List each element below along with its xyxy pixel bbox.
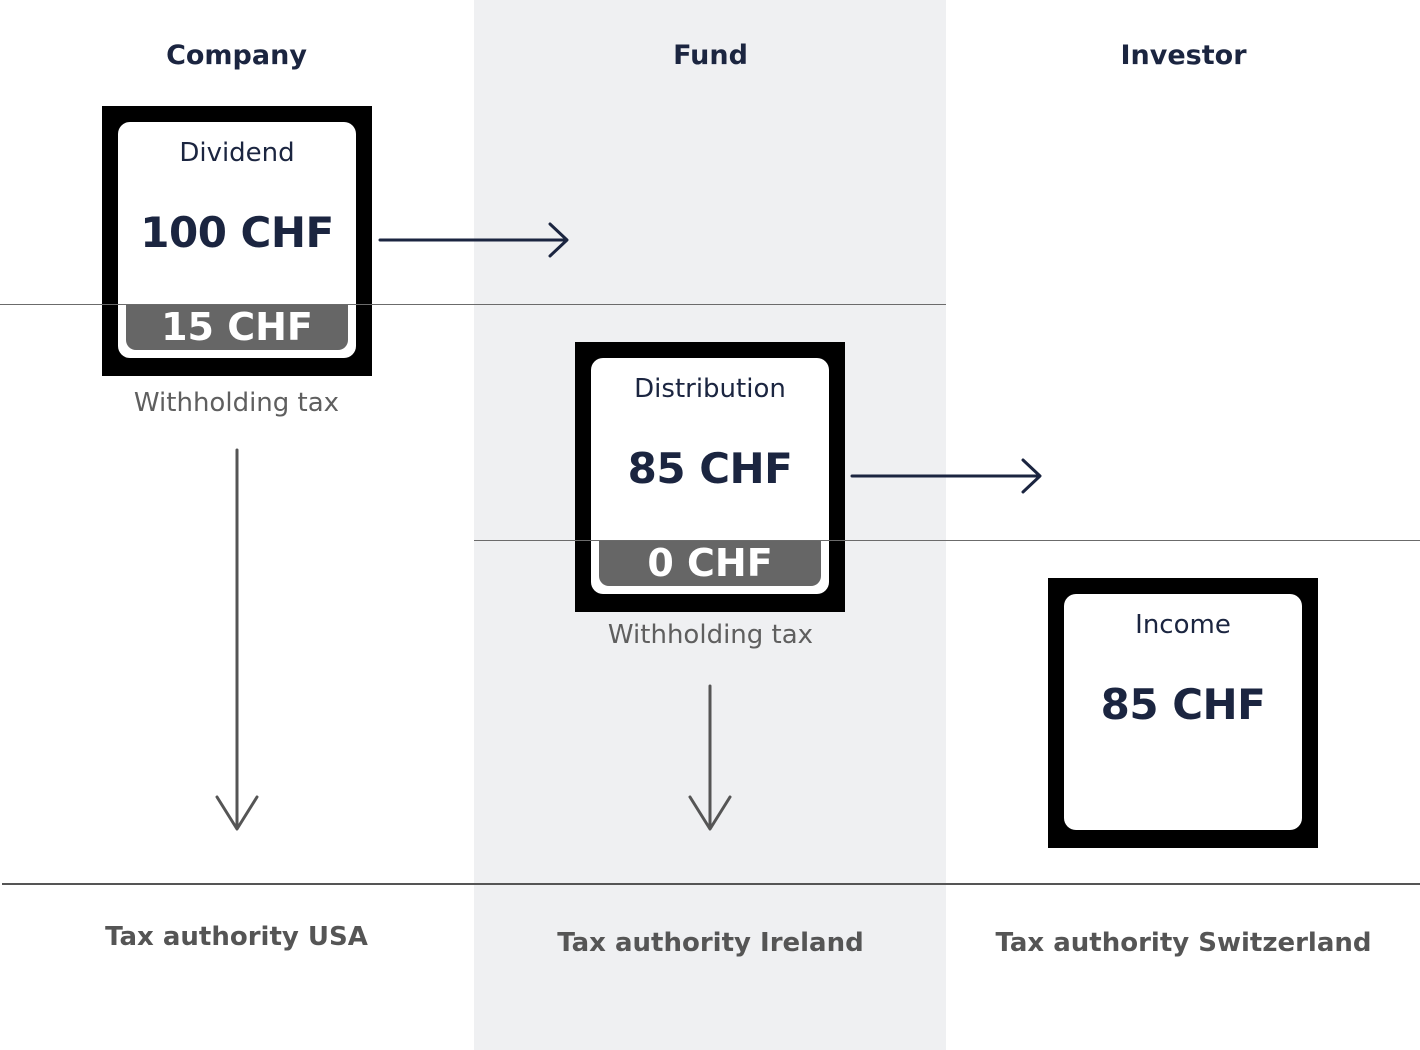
income-amount: 85 CHF — [1100, 680, 1266, 729]
tax-authority-usa: Tax authority USA — [105, 922, 368, 952]
authority-divider — [2, 883, 1420, 885]
dividend-withholding-label: Withholding tax — [133, 388, 340, 418]
distribution-amount: 85 CHF — [627, 444, 793, 493]
arrow-distribution-to-investor — [850, 458, 1042, 494]
fund-investor-divider — [474, 540, 1420, 541]
column-header-investor: Investor — [1120, 40, 1247, 71]
distribution-tax-amount: 0 CHF — [599, 541, 821, 586]
tax-authority-switzerland: Tax authority Switzerland — [995, 928, 1372, 958]
dividend-amount: 100 CHF — [140, 208, 334, 257]
dividend-tax-amount: 15 CHF — [126, 305, 348, 350]
dividend-card: Dividend 100 CHF 15 CHF — [102, 106, 372, 376]
arrow-dividend-to-fund — [378, 222, 569, 258]
company-fund-divider — [0, 304, 946, 305]
column-header-company: Company — [166, 40, 307, 71]
tax-authority-ireland: Tax authority Ireland — [557, 928, 864, 958]
distribution-card: Distribution 85 CHF 0 CHF — [575, 342, 845, 612]
dividend-card-body: Dividend 100 CHF 15 CHF — [118, 122, 356, 358]
income-card: Income 85 CHF — [1048, 578, 1318, 848]
distribution-label: Distribution — [634, 374, 786, 404]
income-card-body: Income 85 CHF — [1064, 594, 1302, 830]
distribution-withholding-label: Withholding tax — [607, 620, 814, 650]
arrow-company-to-usa-authority — [215, 448, 259, 831]
dividend-label: Dividend — [179, 138, 295, 168]
arrow-fund-to-ireland-authority — [688, 684, 732, 831]
distribution-card-body: Distribution 85 CHF 0 CHF — [591, 358, 829, 594]
income-label: Income — [1135, 610, 1231, 640]
column-header-fund: Fund — [673, 40, 748, 71]
